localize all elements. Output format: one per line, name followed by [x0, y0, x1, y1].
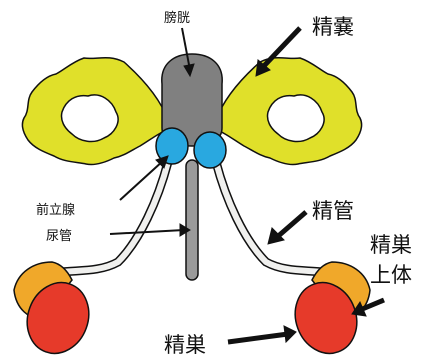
label-prostate: 前立腺 — [36, 202, 75, 218]
label-urethra: 尿管 — [46, 229, 72, 244]
testis-pointer-head — [284, 326, 296, 342]
urethra — [186, 160, 198, 280]
vas-deferens-pointer — [276, 212, 306, 238]
label-bladder: 膀胱 — [164, 10, 190, 26]
label-epididymis-line1: 精巣 — [370, 233, 412, 257]
vas-deferens-left-outline — [62, 162, 168, 272]
prostate-right-lobe — [194, 132, 226, 168]
vas-deferens-right-outline — [216, 162, 322, 272]
label-vas-deferens: 精管 — [312, 199, 354, 223]
label-seminal-vesicle: 精嚢 — [312, 15, 354, 39]
urethra-pointer — [110, 230, 184, 234]
label-testis: 精巣 — [164, 333, 206, 357]
label-epididymis-line2: 上体 — [370, 263, 412, 287]
testis-pointer — [228, 334, 288, 342]
